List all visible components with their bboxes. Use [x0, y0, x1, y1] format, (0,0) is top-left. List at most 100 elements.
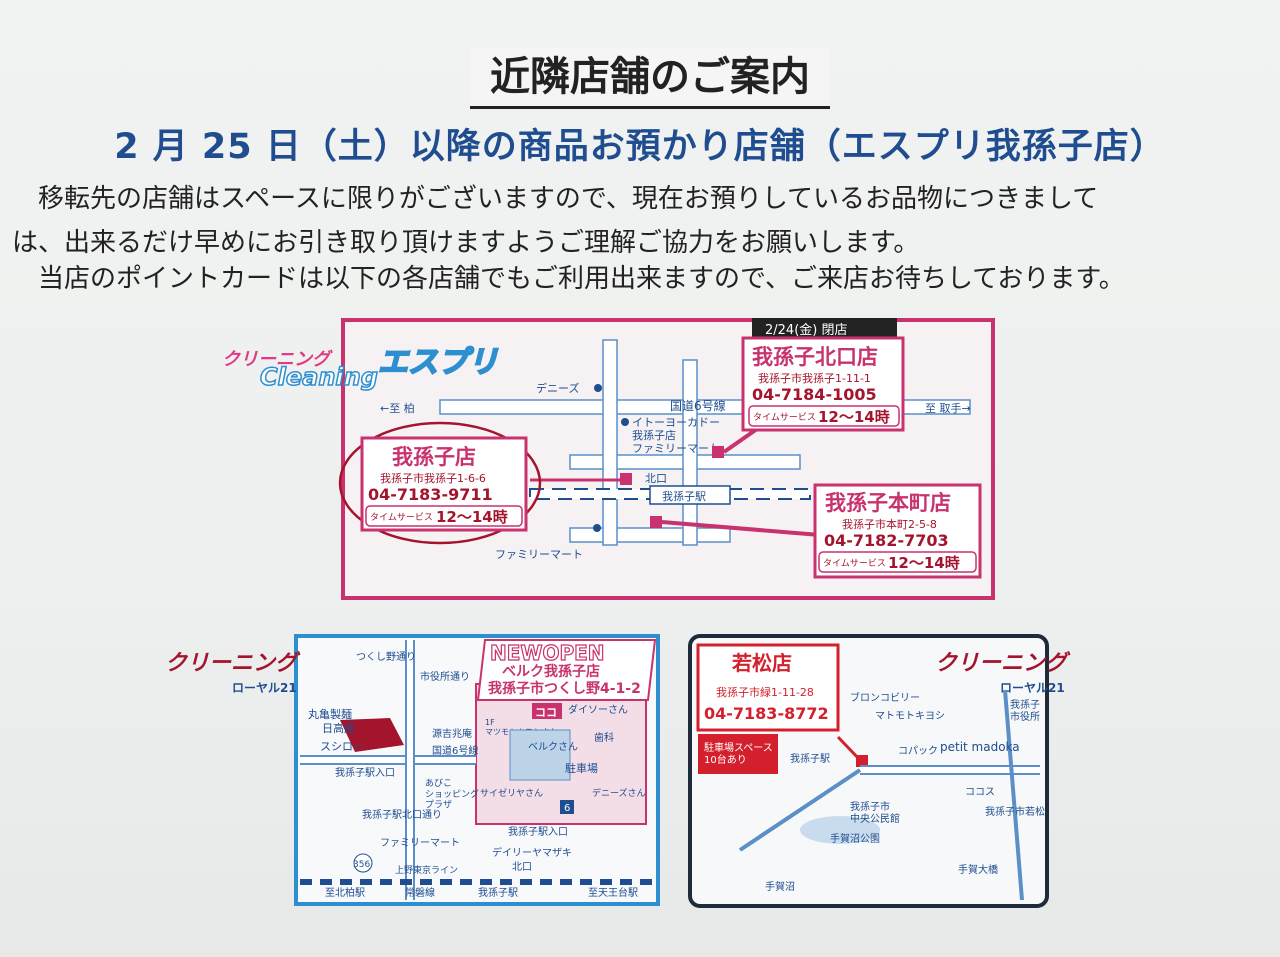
pharmacy-label: 歯科	[594, 731, 614, 744]
notice-paragraph-1a: 移転先の店舗はスペースに限りがございますので、現在お預りしているお品物につきまし…	[38, 184, 1099, 214]
abiko-store-circle	[338, 421, 542, 545]
marukame-block	[340, 718, 404, 752]
dennys-royal-label: デニーズさん	[592, 787, 646, 799]
abiko-store-phone: 04-7183-9711	[368, 485, 493, 504]
kitaguchi-timeservice-hours: 12〜14時	[818, 408, 890, 426]
page-title: 近隣店舗のご案内	[470, 48, 830, 109]
new-open-banner	[476, 639, 657, 701]
kitaguchi-store-marker	[712, 446, 724, 458]
route-356-label: 356	[353, 860, 370, 870]
honcho-leader	[661, 520, 821, 537]
notice-paragraph-1b: は、出来るだけ早めにお引き取り頂けますようご理解ご協力をお願いします。	[12, 228, 920, 258]
parking-badge	[698, 734, 778, 774]
esprit-logo-brand: エスプリ	[378, 345, 498, 380]
new-open-label: NEWOPEN	[490, 641, 605, 665]
to-tennodai-label: 至天王台駅	[588, 886, 638, 899]
route-6-badge-label: 6	[564, 803, 570, 814]
abiko-entrance2-label: 我孫子駅入口	[508, 826, 568, 838]
shiyakusho-street-label: 市役所通り	[420, 670, 470, 683]
dennys-label: デニーズ	[536, 381, 579, 395]
royal-logo: クリーニング	[165, 651, 301, 676]
esprit-road-vertical-1	[602, 339, 618, 546]
joban-label: 常磐線	[405, 886, 435, 899]
royal-map: クリーニング ローヤル21 NEWOPEN ベルク我孫子店 我孫子市つくし野4-…	[165, 634, 660, 906]
saizeriya-label: サイゼリヤさん	[480, 787, 543, 799]
route-356-badge	[353, 853, 373, 873]
sushiro-label: スシロー	[320, 740, 364, 753]
abiko-shopping-label: あびこショッピングプラザ	[425, 778, 479, 811]
honcho-timeservice-box	[818, 551, 977, 573]
abiko-timeservice-box	[365, 505, 523, 527]
route-6-badge	[560, 800, 574, 814]
royal-logo-sub: ローヤル21	[232, 681, 297, 695]
abiko-entrance-label: 我孫子駅入口	[335, 767, 395, 779]
wakamatsu-diag-road	[738, 768, 862, 852]
notice-paragraph-2: 当店のポイントカードは以下の各店舗でもご利用出来ますので、ご来店お待ちしておりま…	[38, 264, 1125, 294]
wakamatsu-store-name: 若松店	[731, 651, 792, 675]
teganuma-pond	[800, 816, 880, 844]
tsukushino-label: つくし野通り	[356, 651, 416, 663]
honcho-store-address: 我孫子市本町2-5-8	[842, 517, 937, 531]
itoyokado-dot	[621, 418, 629, 426]
here-marker	[532, 703, 562, 719]
genkichi-label: 源吉兆庵	[432, 727, 472, 740]
kitaguchi-store-name: 我孫子北口店	[752, 345, 878, 369]
abiko-store-marker	[620, 473, 632, 485]
abiko-store-address: 我孫子市我孫子1-6-6	[380, 471, 486, 485]
berk-building	[509, 729, 571, 781]
honcho-timeservice-label: タイムサービス	[823, 558, 886, 569]
copack-label: コパック	[898, 745, 938, 757]
page-subtitle: 2 月 25 日（土）以降の商品お預かり店舗（エスプリ我孫子店）	[114, 127, 1166, 167]
closing-badge-text: 2/24(金) 閉店	[765, 322, 847, 338]
teganuma-label: 手賀沼	[765, 880, 795, 893]
honcho-store-name: 我孫子本町店	[825, 491, 951, 515]
familymart-label-2: ファミリーマート	[495, 548, 583, 561]
wakamatsu-logo-sub: ローヤル21	[1000, 681, 1065, 695]
to-toride-label: 至 取手→	[925, 401, 971, 415]
kitaguchi-label: 北口	[645, 472, 667, 485]
teganuma-park-label: 手賀沼公園	[830, 832, 880, 845]
closing-badge	[752, 318, 897, 340]
berk-store-name: ベルク我孫子店	[502, 663, 600, 680]
kitaguchi-store-phone: 04-7184-1005	[752, 385, 877, 404]
familymart-royal-label: ファミリーマート	[380, 838, 460, 849]
esprit-logo-cleaning: クリーニング	[222, 349, 333, 370]
cocos-label: ココス	[965, 787, 995, 798]
berk-label: ベルクさん	[528, 741, 578, 753]
berk-store-address: 我孫子市つくし野4-1-2	[488, 680, 641, 697]
wakamatsu-logo: クリーニング	[935, 651, 1071, 676]
kitaguchi-timeservice-label: タイムサービス	[753, 412, 816, 423]
ueno-tokyo-label: 上野東京ライン	[395, 864, 458, 876]
bronco-label: ブロンコビリー	[850, 691, 920, 704]
to-kashiwa-label: ←至 柏	[380, 401, 415, 415]
honcho-store-phone: 04-7182-7703	[824, 531, 949, 550]
kitaguchi-royal-label: 北口	[512, 861, 532, 873]
hidakaya-label: 日高屋	[322, 721, 355, 735]
wakamatsu-store-card	[696, 643, 840, 732]
petit-madoka-label: petit madoka	[940, 740, 1020, 754]
kitaguchi-timeservice-box	[748, 405, 900, 427]
wakamatsu-store-marker	[856, 755, 868, 767]
wakamatsu-east-road	[1003, 689, 1024, 901]
abiko-station-box	[649, 485, 731, 505]
esprit-map: クリーニング Cleaning エスプリ 我孫子駅 ←至 柏 至 取手→ 国道6…	[222, 318, 995, 600]
marukame-label: 丸亀製麺	[308, 707, 352, 721]
here-label: ココ	[535, 706, 557, 719]
abiko-station-label: 我孫子駅	[662, 490, 706, 503]
wakamatsu-area-label: 我孫子市若松	[985, 805, 1045, 818]
kitaguchi-store-address: 我孫子市我孫子1-11-1	[758, 371, 871, 385]
abiko-timeservice-hours: 12〜14時	[436, 508, 508, 526]
kitaguchi-street-label: 我孫子駅北口通り	[362, 809, 442, 821]
to-kitakashiwa-label: 至北柏駅	[325, 886, 365, 899]
dennys-dot	[594, 384, 602, 392]
wakamatsu-store-phone: 04-7183-8772	[704, 704, 829, 723]
route6-royal-label: 国道6号線	[432, 744, 478, 757]
wakamatsu-store-address: 我孫子市緑1-11-28	[716, 685, 814, 699]
honcho-timeservice-hours: 12〜14時	[888, 554, 960, 572]
daily-yamazaki-label: デイリーヤマザキ	[492, 846, 572, 859]
honcho-store-marker	[650, 516, 662, 528]
esprit-logo-cleaning-en: Cleaning	[260, 363, 378, 391]
abiko-store-name: 我孫子店	[392, 445, 476, 469]
